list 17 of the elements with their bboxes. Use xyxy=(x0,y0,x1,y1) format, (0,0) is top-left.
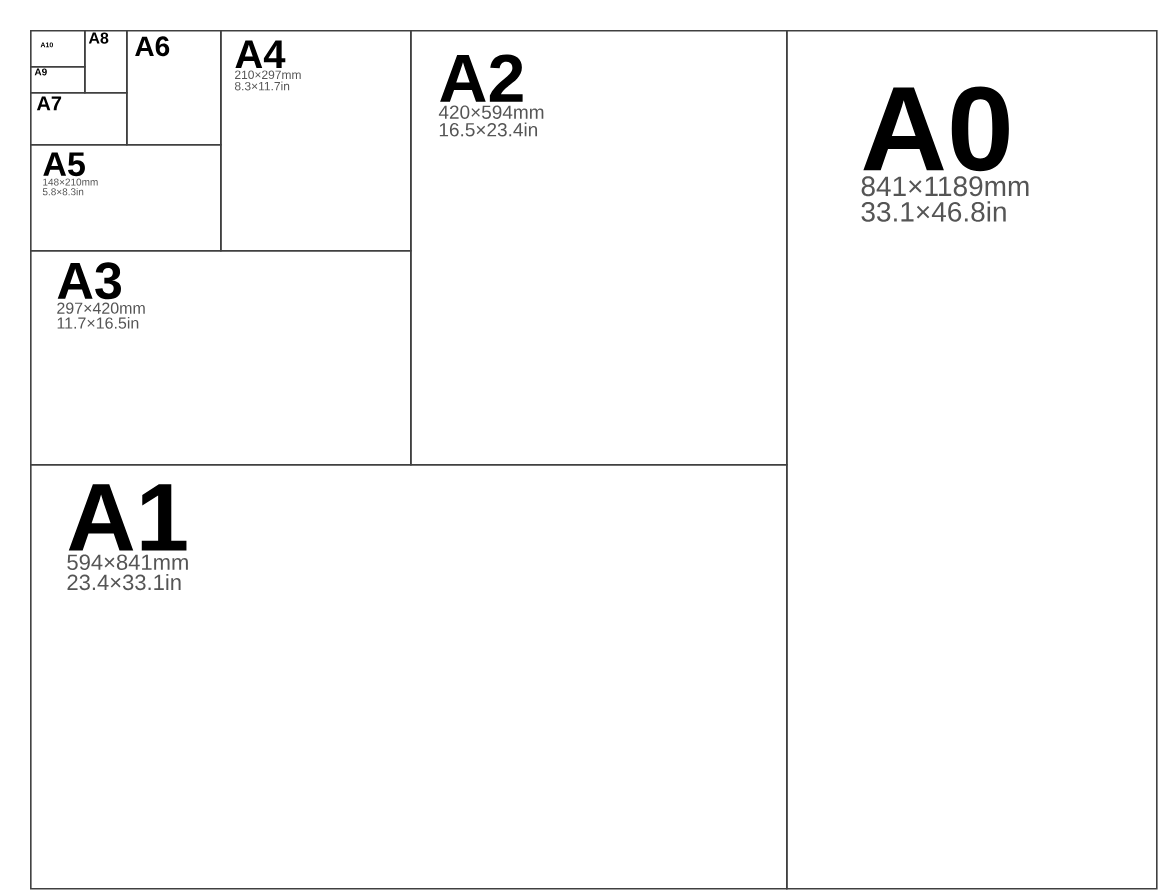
size-label: A3 xyxy=(57,262,121,300)
size-label: A4 xyxy=(235,40,286,68)
dimension-text: 420×594mm xyxy=(438,105,544,119)
dimension-text: 23.4×33.1in xyxy=(67,574,181,591)
size-label: A2 xyxy=(440,54,523,102)
size-label: A8 xyxy=(88,32,109,44)
dimension-text: 594×841mm xyxy=(67,554,188,570)
size-label: A6 xyxy=(135,36,170,57)
dimension-text: 297×420mm xyxy=(57,302,145,314)
dimension-text: 33.1×46.8in xyxy=(861,201,1006,222)
size-label: A7 xyxy=(36,96,62,111)
size-label: A1 xyxy=(68,484,187,551)
dimension-text: 841×1189mm xyxy=(861,176,1029,197)
dimension-text: 11.7×16.5in xyxy=(57,317,139,329)
dimension-text: 16.5×23.4in xyxy=(439,122,537,137)
size-label: A0 xyxy=(863,86,1009,172)
size-label: A5 xyxy=(43,152,85,177)
